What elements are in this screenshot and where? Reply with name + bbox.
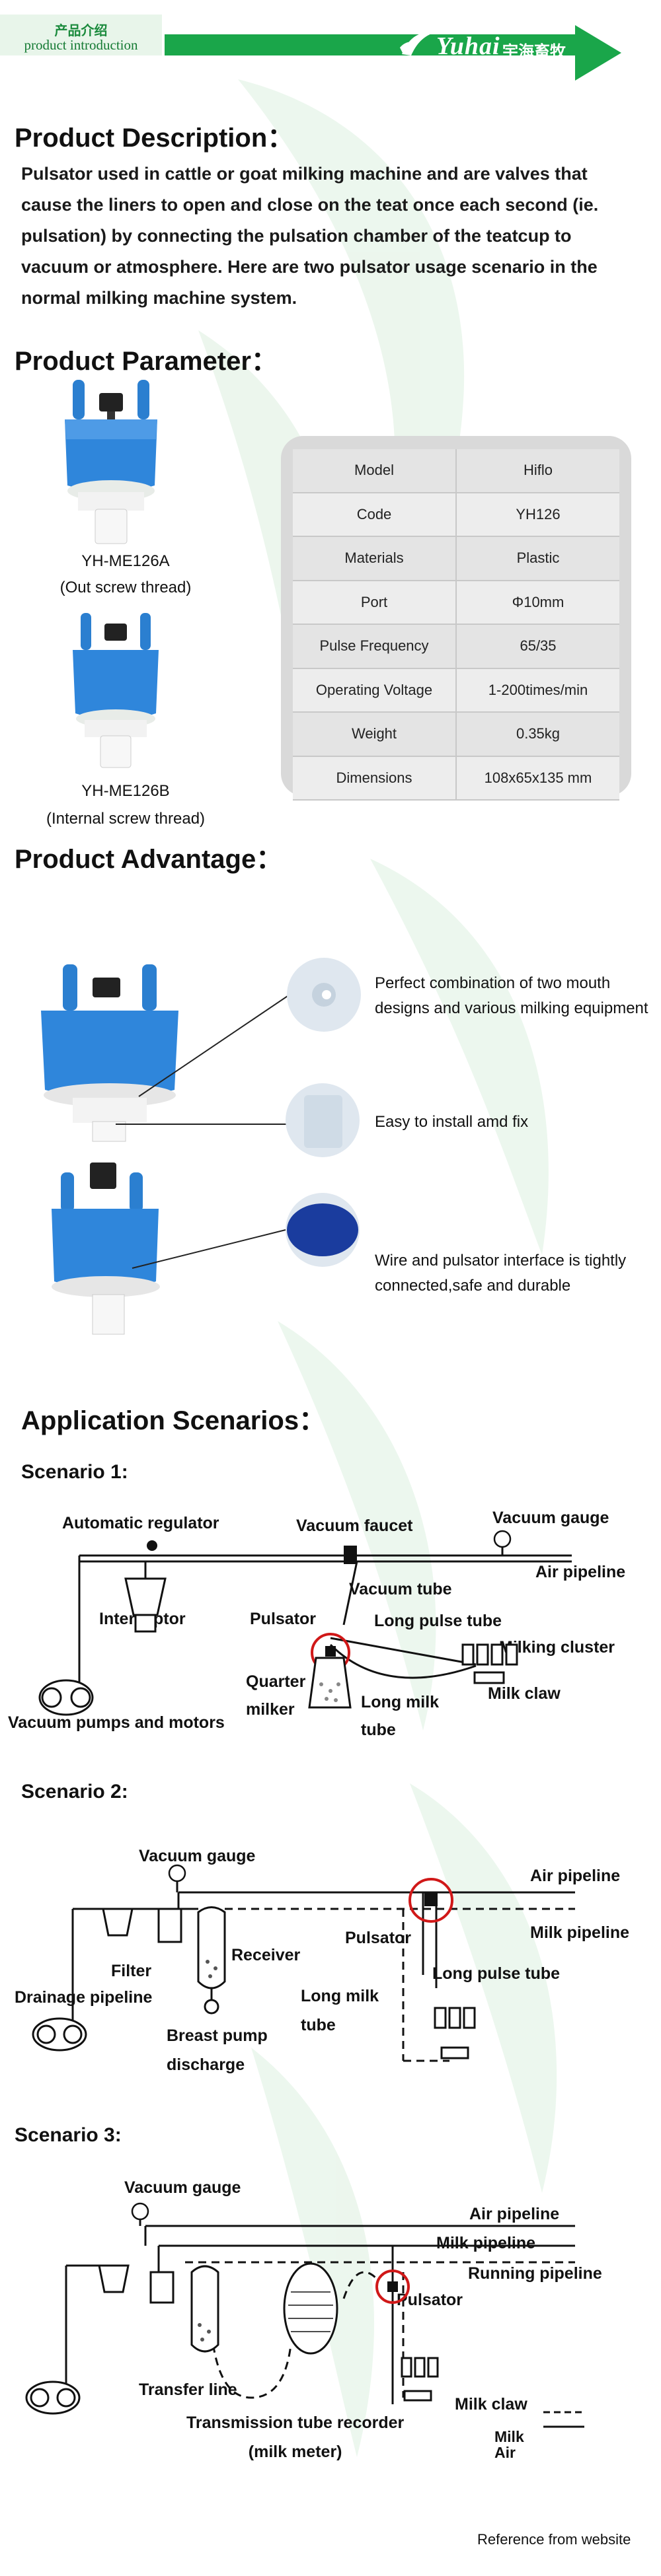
header-label-en: product introduction	[24, 37, 138, 53]
header-label-box	[0, 15, 165, 55]
s3-air-pipeline: Air pipeline	[469, 2205, 560, 2223]
s2-receiver: Receiver	[231, 1946, 301, 1964]
parameter-title: Product Parameter：	[15, 347, 278, 376]
parameter-key: Weight	[293, 713, 457, 756]
s2-long-milk-tube: Long milk tube	[301, 1987, 379, 2034]
s1-air-pipeline: Air pipeline	[535, 1563, 626, 1581]
s1-long-pulse-tube: Long pulse tube	[374, 1612, 502, 1630]
parameter-row: Operating Voltage 1-200times/min	[293, 668, 619, 713]
scenario2-diagram	[32, 1864, 575, 2062]
description-text: Pulsator used in cattle or goat milking …	[21, 164, 599, 308]
parameter-key: Model	[293, 449, 457, 492]
parameter-row: Pulse Frequency 65/35	[293, 625, 619, 669]
parameter-value: 1-200times/min	[488, 681, 588, 698]
parameter-value: 0.35kg	[516, 725, 561, 742]
parameter-row: Weight 0.35kg	[293, 713, 619, 757]
s1-vacuum-faucet: Vacuum faucet	[296, 1517, 413, 1535]
s2-pulsator: Pulsator	[345, 1929, 412, 1947]
s1-milking-cluster: Milking cluster	[499, 1638, 615, 1657]
parameter-key: Materials	[293, 537, 457, 580]
pulsator-b-image	[73, 613, 159, 768]
s3-transfer-line: Transfer line	[139, 2380, 237, 2399]
scenario3-diagram	[25, 2202, 584, 2428]
model-a-name: YH-ME126A	[81, 552, 170, 570]
s1-vacuum-gauge: Vacuum gauge	[492, 1509, 609, 1527]
advantage-item-1: Perfect combination of two mouth designs…	[375, 974, 648, 1017]
s2-milk-pipeline: Milk pipeline	[530, 1923, 630, 1942]
s3-vacuum-gauge: Vacuum gauge	[124, 2178, 241, 2197]
s3-legend-milk: Milk	[494, 2428, 524, 2445]
advantage-item-2: Easy to install amd fix	[375, 1113, 529, 1131]
advantage-item-3: Wire and pulsator interface is tightly c…	[375, 1252, 627, 1295]
brand-name-cn: 宇海畜牧	[502, 43, 566, 61]
parameter-value: Plastic	[516, 550, 560, 567]
s3-running-pipeline: Running pipeline	[468, 2264, 602, 2283]
s3-legend-air: Air	[494, 2444, 516, 2461]
s1-vacuum-pumps: Vacuum pumps and motors	[8, 1713, 225, 1732]
s3-milk-pipeline: Milk pipeline	[436, 2234, 536, 2252]
header-label-cn: 产品介绍	[54, 22, 108, 38]
parameter-key: Pulse Frequency	[293, 625, 457, 668]
s1-automatic-regulator: Automatic regulator	[62, 1514, 219, 1532]
parameter-row: Materials Plastic	[293, 537, 619, 581]
parameter-value: 108x65x135 mm	[484, 769, 592, 786]
parameter-key: Dimensions	[293, 756, 457, 799]
parameter-value: 65/35	[520, 637, 557, 655]
parameter-value: Φ10mm	[512, 593, 564, 610]
parameter-row: Dimensions 108x65x135 mm	[293, 756, 619, 801]
s2-drainage-pipeline: Drainage pipeline	[15, 1988, 153, 2007]
s1-quarter-milker: Quarter milker	[246, 1672, 306, 1719]
application-title: Application Scenarios：	[21, 1406, 326, 1435]
s1-milk-claw: Milk claw	[488, 1684, 561, 1703]
parameter-key: Operating Voltage	[293, 668, 457, 711]
reference-note: Reference from website	[477, 2531, 631, 2548]
model-b-name: YH-ME126B	[81, 782, 170, 800]
parameter-row: Model Hiflo	[293, 449, 619, 493]
parameter-row: Code YH126	[293, 493, 619, 537]
parameter-row: Port Φ10mm	[293, 581, 619, 625]
s3-milk-claw: Milk claw	[455, 2395, 527, 2414]
parameter-key: Code	[293, 493, 457, 536]
s3-transmission: Transmission tube recorder (milk meter)	[186, 2414, 405, 2461]
parameter-value: Hiflo	[523, 462, 553, 479]
s1-vacuum-tube: Vacuum tube	[349, 1580, 452, 1598]
scenario1-label: Scenario 1:	[21, 1461, 128, 1483]
s2-filter: Filter	[111, 1962, 152, 1980]
s2-vacuum-gauge: Vacuum gauge	[139, 1847, 256, 1865]
scenario2-label: Scenario 2:	[21, 1781, 128, 1803]
scenario1-diagram	[38, 1530, 572, 1716]
brand-name: Yuhai	[436, 32, 500, 60]
scenario3-label: Scenario 3:	[15, 2124, 122, 2146]
parameter-key: Port	[293, 581, 457, 624]
brand-logo-icon	[400, 32, 433, 55]
pulsator-a-image	[65, 380, 157, 544]
model-a-note: (Out screw thread)	[59, 579, 192, 596]
advantage-title: Product Advantage：	[15, 845, 283, 874]
s2-breast-pump: Breast pump discharge	[167, 2026, 268, 2074]
model-b-note: (Internal screw thread)	[46, 810, 206, 828]
parameter-value: YH126	[516, 505, 561, 522]
s2-air-pipeline: Air pipeline	[530, 1867, 621, 1885]
header-arrow	[575, 25, 621, 81]
s2-long-pulse-tube: Long pulse tube	[432, 1964, 561, 1983]
description-title: Product Description：	[15, 124, 294, 153]
s1-long-milk-tube: Long milk tube	[361, 1693, 440, 1739]
s1-pulsator: Pulsator	[250, 1610, 317, 1628]
advantage-diagram	[41, 958, 361, 1335]
